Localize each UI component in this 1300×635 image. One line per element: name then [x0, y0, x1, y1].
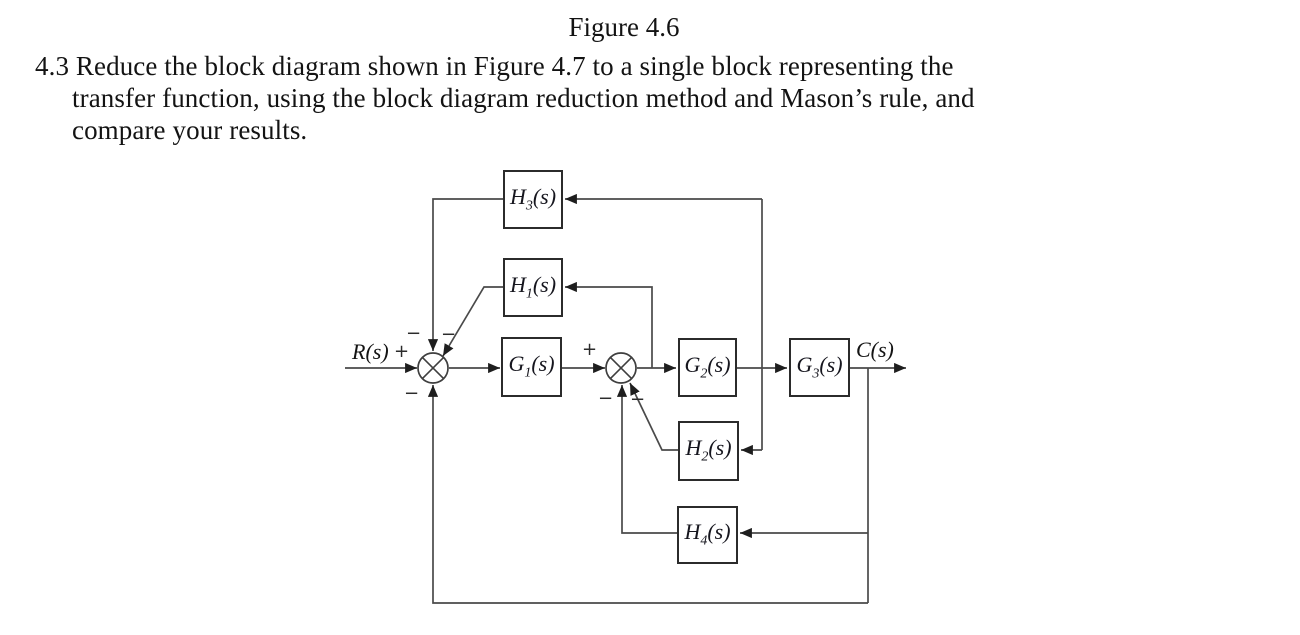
block-g2: G2(s): [678, 338, 737, 397]
label-base: G: [796, 351, 813, 377]
summing-junctions: [417, 352, 637, 384]
block-h1: H1(s): [503, 258, 563, 317]
figure-caption: Figure 4.6: [568, 12, 680, 42]
problem-line-3: compare your results.: [72, 115, 308, 145]
block-g3-label: G3(s): [796, 351, 843, 382]
summing-junction-1-cross: [421, 356, 445, 380]
label-paren: (s): [531, 351, 555, 377]
line-h2-output-to-sum2: [629, 382, 678, 451]
block-h2: H2(s): [678, 421, 739, 481]
label-base: G: [684, 351, 701, 377]
sum1-minus-sign-top-left: −: [406, 323, 422, 344]
label-paren: (s): [707, 351, 731, 377]
summing-junction-2-cross: [609, 356, 633, 380]
label-base: G: [508, 351, 525, 377]
label-base: H: [685, 435, 702, 461]
label-base: H: [509, 183, 526, 209]
label-paren: (s): [532, 183, 557, 209]
sum1-plus-sign: +: [394, 341, 410, 362]
label-base: H: [509, 271, 526, 297]
sum2-minus-sign-left: −: [598, 388, 614, 409]
block-h3: H3(s): [503, 170, 563, 229]
line-tap-to-h1-input: [565, 281, 653, 368]
line-outer-loop-to-sum1: [427, 385, 868, 604]
line-h4-output-to-sum2: [616, 385, 677, 534]
sum2-plus-sign: +: [582, 339, 598, 360]
block-g1-label: G1(s): [508, 353, 554, 380]
label-sub: 4: [700, 533, 708, 549]
block-g1: G1(s): [501, 337, 562, 397]
block-h3-label: H3(s): [509, 183, 557, 214]
problem-line-1: 4.3 Reduce the block diagram shown in Fi…: [35, 51, 954, 81]
label-sub: 1: [525, 286, 533, 302]
block-h4: H4(s): [677, 506, 738, 564]
label-paren: (s): [708, 435, 732, 461]
label-base: H: [684, 519, 701, 545]
sum2-minus-sign-right: −: [630, 389, 646, 410]
sum1-minus-sign-top-right: −: [441, 324, 457, 345]
input-signal-label: R(s): [352, 339, 389, 364]
label-paren: (s): [532, 271, 557, 297]
label-sub: 2: [701, 449, 709, 465]
label-sub: 1: [524, 365, 532, 381]
block-h2-label: H2(s): [685, 437, 731, 464]
block-g3: G3(s): [789, 338, 850, 397]
problem-line-2: transfer function, using the block diagr…: [72, 83, 975, 113]
block-h4-label: H4(s): [684, 521, 730, 548]
signal-lines: [345, 193, 906, 604]
label-sub: 3: [525, 198, 533, 214]
line-h3-output-to-sum1: [427, 198, 503, 351]
label-sub: 2: [700, 366, 708, 382]
label-paren: (s): [707, 519, 731, 545]
output-signal-label: C(s): [856, 337, 894, 362]
line-h1-output-to-sum1: [442, 286, 503, 357]
label-sub: 3: [812, 366, 820, 382]
sum1-minus-sign-bottom: −: [404, 383, 420, 404]
label-paren: (s): [819, 351, 843, 377]
block-h1-label: H1(s): [509, 271, 557, 302]
block-g2-label: G2(s): [684, 351, 731, 382]
